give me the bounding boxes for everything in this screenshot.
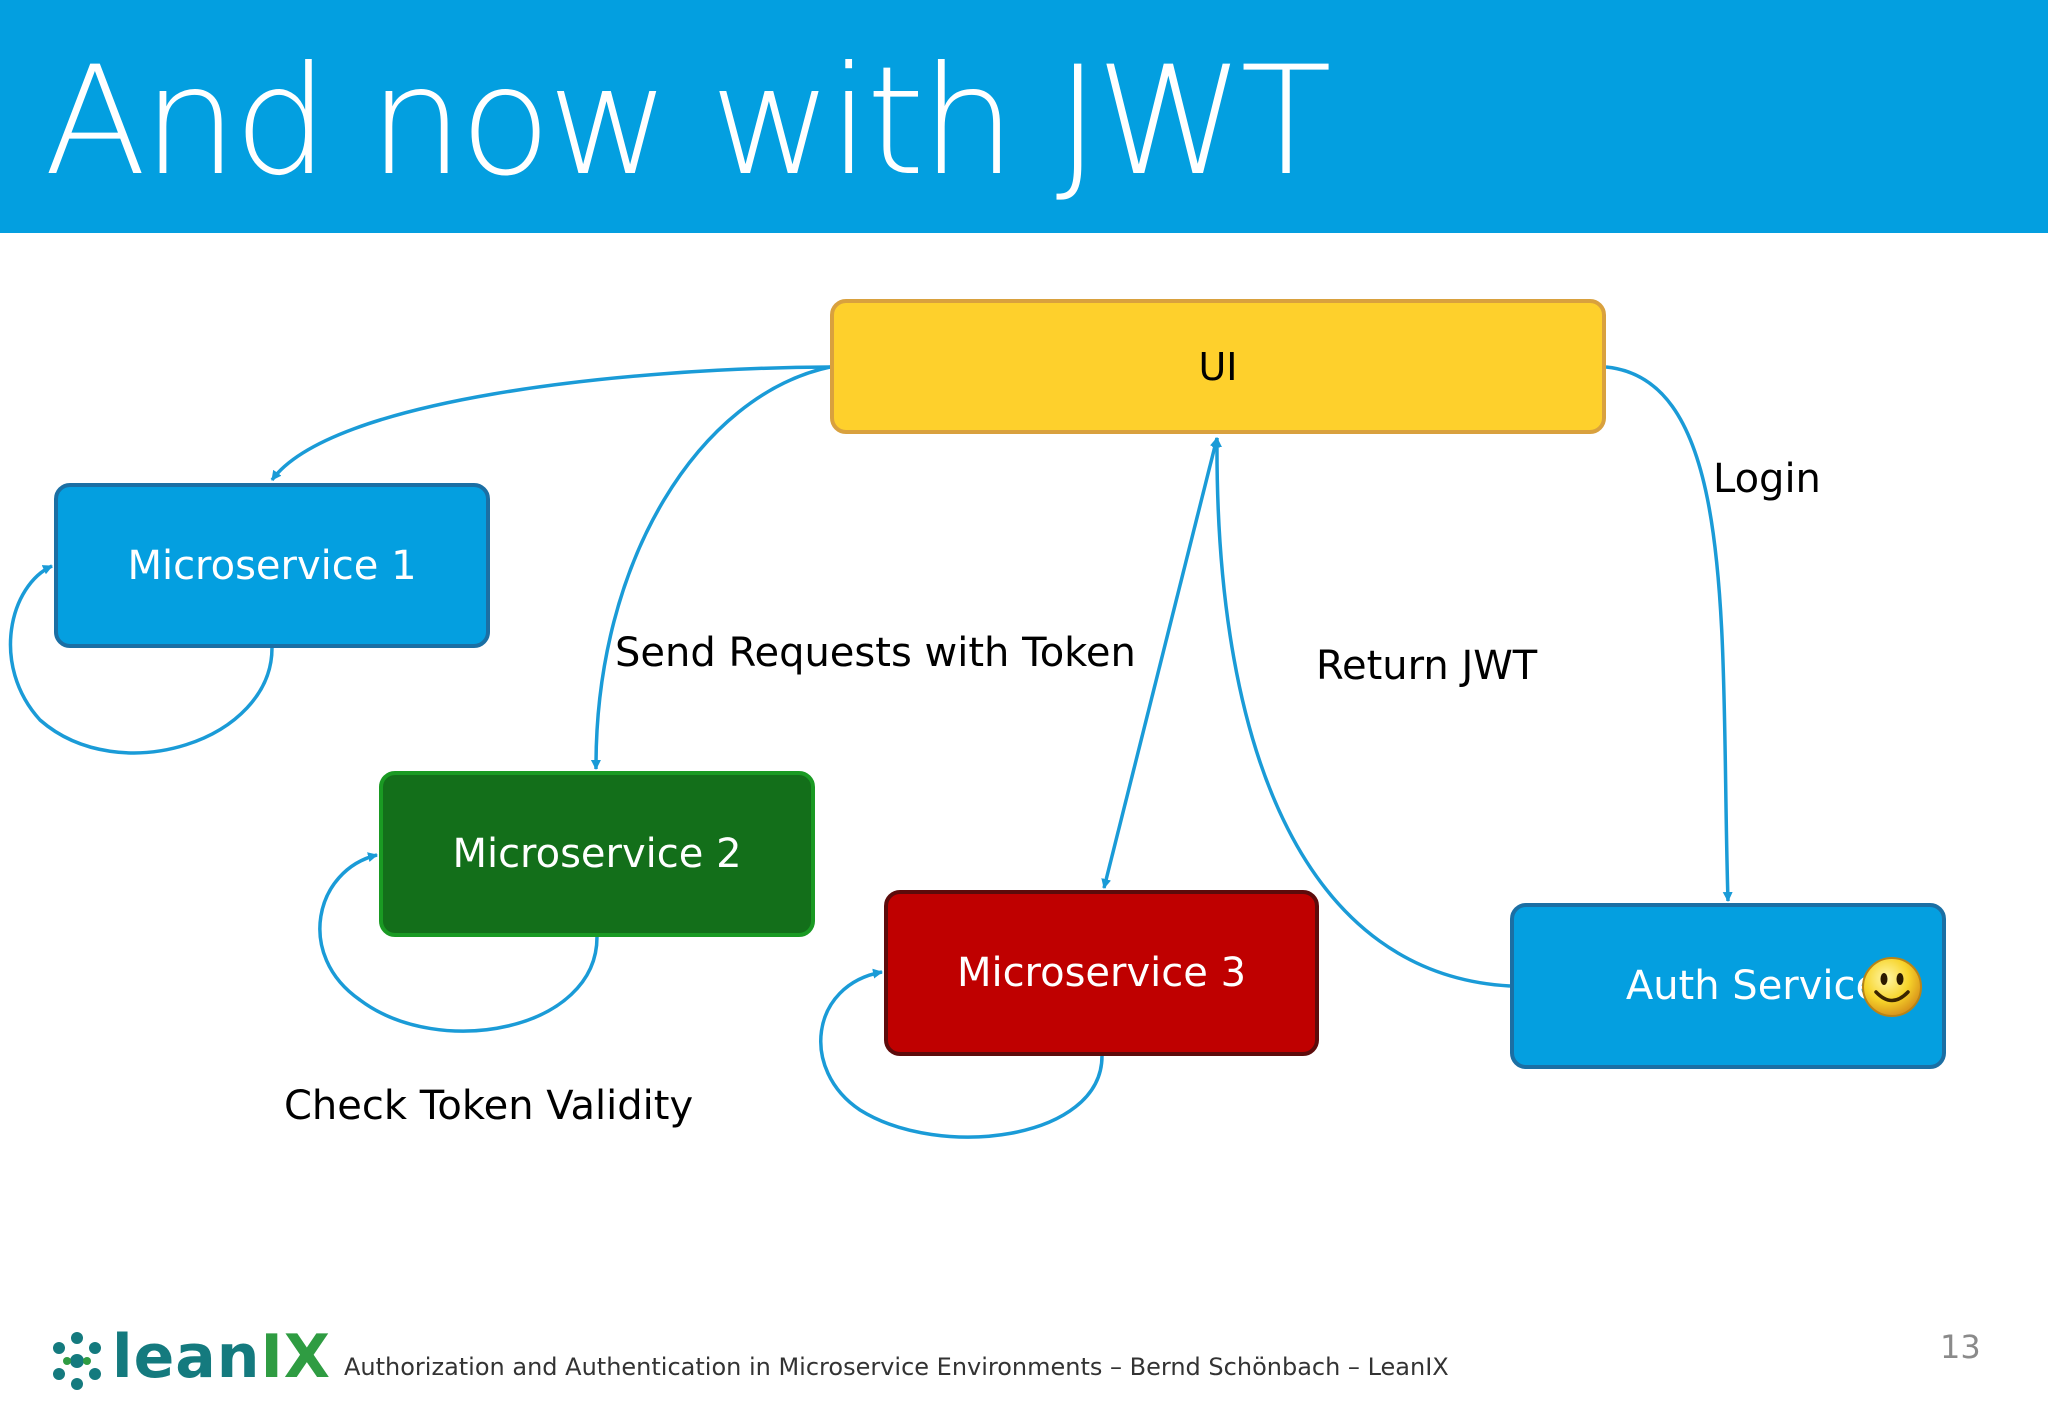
loop-ms3 (819, 968, 1104, 1139)
loop-ms1 (8, 564, 274, 755)
arrow-ui-to-ms2 (590, 365, 831, 770)
microservice-3-node: Microservice 3 (884, 890, 1319, 1056)
leanix-wordmark-accent: IX (260, 1322, 332, 1392)
send-requests-label: Send Requests with Token (615, 630, 1136, 676)
loop-ms2 (318, 852, 599, 1033)
page-number: 13 (1940, 1328, 1981, 1366)
leanix-wordmark-main: lean (112, 1322, 261, 1392)
slide-title: And now with JWT (44, 35, 1332, 209)
check-token-label: Check Token Validity (284, 1083, 694, 1129)
microservice-2-label: Microservice 2 (452, 831, 742, 877)
ui-node-label: UI (1198, 344, 1238, 389)
leanix-logo-icon (53, 1332, 101, 1390)
ui-node: UI (830, 299, 1606, 434)
microservice-1-node: Microservice 1 (54, 483, 490, 648)
leanix-wordmark: leanIX (112, 1322, 331, 1392)
footer-text: Authorization and Authentication in Micr… (344, 1353, 1449, 1381)
title-bar: And now with JWT (0, 0, 2048, 233)
smiley-face-icon (1862, 957, 1922, 1017)
auth-service-label: Auth Service (1625, 963, 1881, 1009)
arrow-ui-to-ms1 (270, 365, 831, 482)
arrow-ui-ms3-bidirectional (1101, 437, 1220, 889)
login-label: Login (1713, 456, 1821, 502)
arrow-ui-to-auth-login (1605, 365, 1733, 902)
arrow-auth-to-ui-return-jwt (1211, 437, 1511, 988)
microservice-1-label: Microservice 1 (127, 542, 417, 589)
microservice-2-node: Microservice 2 (379, 771, 815, 937)
return-jwt-label: Return JWT (1316, 643, 1538, 689)
microservice-3-label: Microservice 3 (956, 950, 1247, 996)
